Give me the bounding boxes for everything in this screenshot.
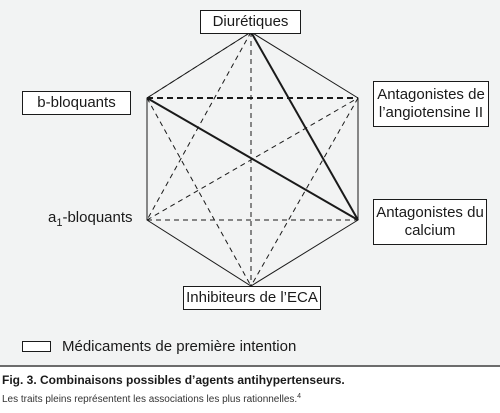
node-inhibiteurs-eca: Inhibiteurs de l’ECA [183, 286, 321, 310]
caption-text: Les traits pleins représentent les assoc… [2, 391, 301, 406]
legend-swatch [22, 341, 51, 352]
line-diuretiques-a1bloquants [146, 31, 252, 221]
legend-label: Médicaments de première intention [62, 338, 297, 355]
node-b-bloquants: b-bloquants [22, 91, 131, 115]
a1-letter: a [48, 209, 57, 226]
caption-title: Fig. 3. Combinaisons possibles d’agents … [2, 373, 345, 387]
caption-body: Les traits pleins représentent les assoc… [2, 394, 298, 405]
line-diuretiques-calcium [250, 31, 359, 221]
node-a1-bloquants: a1-bloquants [48, 209, 133, 232]
node-diuretiques: Diurétiques [200, 10, 301, 34]
line-bbloquants-calcium [146, 97, 359, 221]
caption-divider [0, 365, 500, 367]
caption-reference: 4 [297, 393, 302, 400]
line-angiotensine-eca [250, 97, 359, 287]
a1-suffix: -bloquants [62, 209, 133, 226]
node-antagonistes-calcium: Antagonistes du calcium [373, 199, 487, 245]
line-a1bloquants-diuretiques-upper [146, 31, 252, 99]
node-antagonistes-angiotensine: Antagonistes de l’angiotensine II [373, 81, 489, 127]
a1-subscript: 1 [56, 217, 63, 229]
combination-diagram [146, 31, 359, 287]
